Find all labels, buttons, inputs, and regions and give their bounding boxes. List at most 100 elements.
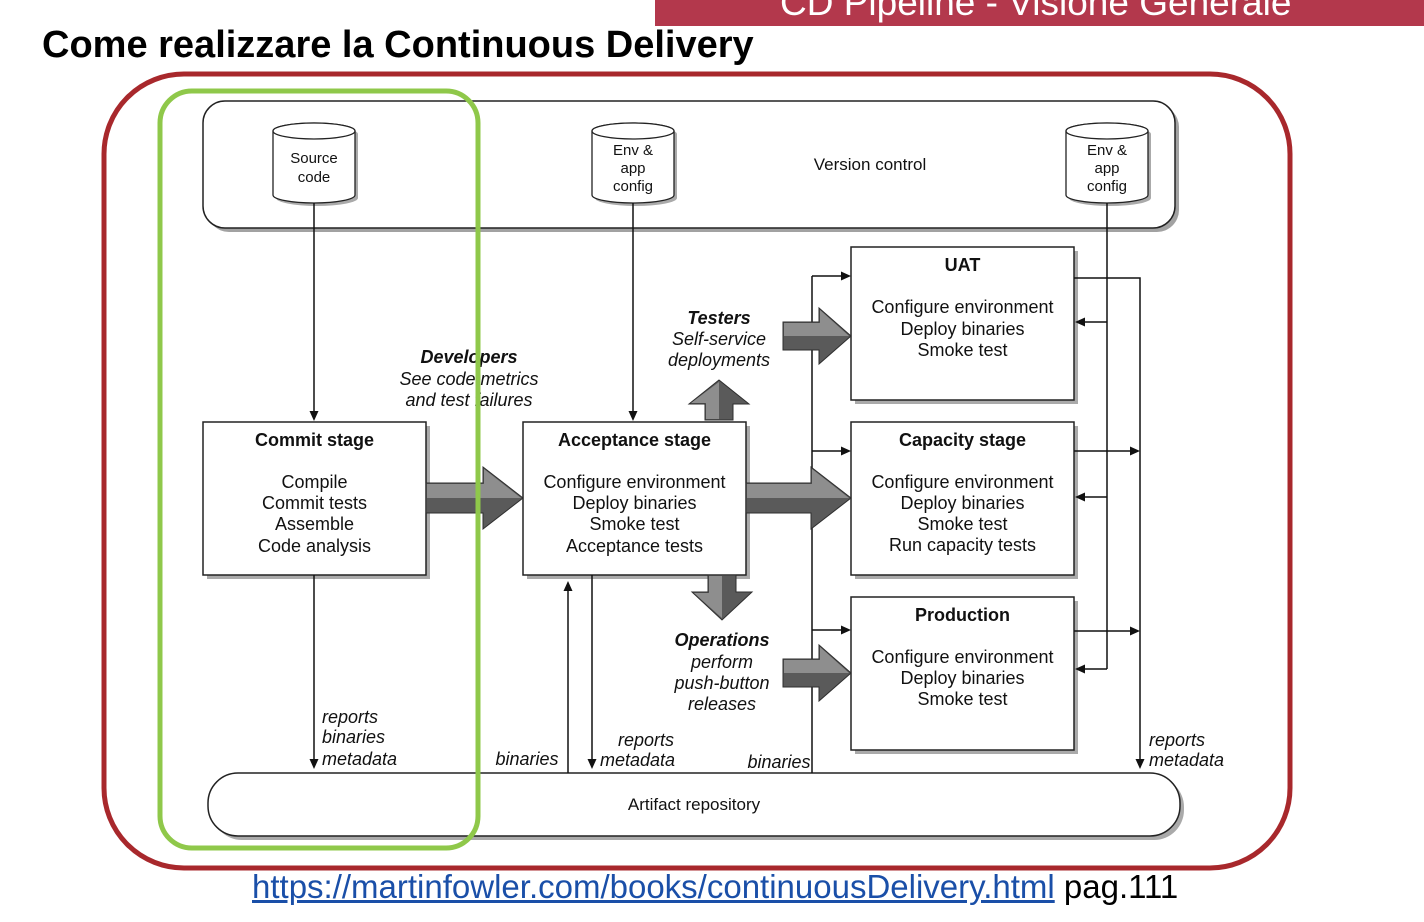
uat-stage-title: UAT [945,255,981,275]
uat-stage-box [850,246,1075,401]
uat-stage-step: Deploy binaries [900,319,1024,339]
commit-output-label: metadata [322,749,397,769]
flow-arrows [425,306,852,703]
acceptance-stage-box [522,421,747,576]
operations-role: Operations [674,630,769,650]
acceptance-stage-step: Deploy binaries [572,493,696,513]
operations-line: perform [690,652,753,672]
acceptance-output-label: reports [618,730,674,750]
testers-line: deployments [668,350,770,370]
production-output-arrowhead [1130,626,1140,636]
commit-highlight-frame [157,88,481,851]
operations-note: Operations perform push-button releases [673,630,769,714]
version-control-box [202,100,1176,229]
production-stage-step: Deploy binaries [900,668,1024,688]
capacity-output-arrowhead [1130,446,1140,456]
commit-stage-title: Commit stage [255,430,374,450]
stages-output-label: reports [1149,730,1205,750]
env-config-label-line: config [613,178,653,195]
binaries-to-uat-arrowhead [841,271,851,281]
uat-output-line [1074,277,1141,760]
header-banner: CD Pipeline - Visione Generale [655,0,1424,26]
binaries-to-production-arrowhead [841,625,851,635]
commit-stage: Commit stage Compile Commit tests Assemb… [202,421,430,579]
uat-stage-step: Configure environment [871,297,1053,317]
version-control: Version control [202,100,1179,232]
version-control-label: Version control [814,155,926,174]
artifact-repository: Artifact repository [207,772,1184,840]
commit-stage-step: Compile [281,472,347,492]
acceptance-stage-title: Acceptance stage [558,430,711,450]
production-stage-title: Production [915,605,1010,625]
stages-output-label: metadata [1149,750,1224,770]
production-stage: Production Configure environment Deploy … [850,596,1078,754]
acceptance-to-artifact-arrowhead [587,759,597,769]
acceptance-output-label: metadata [600,750,675,770]
artifact-to-acceptance-arrowhead [563,581,573,591]
env-config-cylinder-top [591,122,675,140]
env-config-cylinder-acceptance: Env & app config [591,122,677,206]
binaries-to-capacity-arrowhead [841,446,851,456]
commit-to-acceptance-fat-arrow-highlight [427,469,521,498]
source-code-cylinder: Source code [272,122,358,206]
developers-line: See code metrics [399,369,538,389]
artifact-repository-label: Artifact repository [628,795,761,814]
capacity-stage-step: Configure environment [871,472,1053,492]
operations-down-fat-arrow-highlight [694,576,722,618]
env-config-label-line: app [1094,160,1119,177]
commit-output-label: reports [322,707,378,727]
outer-frame [101,71,1293,871]
acceptance-to-capacity-fat-arrow-highlight [747,469,849,498]
production-stage-step: Configure environment [871,647,1053,667]
stages-input-label: binaries [747,752,810,772]
env-config-label-line: config [1087,178,1127,195]
env-to-acceptance-arrowhead [628,411,638,421]
testers-note: Testers Self-service deployments [668,308,770,370]
source-code-cylinder-top [272,122,356,140]
acceptance-stage-step: Configure environment [543,472,725,492]
acceptance-stage: Acceptance stage Configure environment D… [522,421,750,579]
acceptance-input-label: binaries [495,749,558,769]
commit-to-artifact-arrowhead [309,759,319,769]
env-config-cylinder-stages: Env & app config [1065,122,1151,206]
commit-stage-box [202,421,427,576]
env-to-uat-arrowhead [1075,317,1085,327]
capacity-stage-step: Smoke test [917,514,1007,534]
source-code-label-line: Source [290,150,338,167]
env-config-label-line: app [620,160,645,177]
production-stage-box [850,596,1075,751]
source-reference: https://martinfowler.com/books/continuou… [252,870,1178,903]
acceptance-stage-step: Smoke test [589,514,679,534]
connectors [309,203,1145,773]
slide-title: Come realizzare la Continuous Delivery [42,24,754,66]
env-to-production-arrowhead [1075,664,1085,674]
acceptance-stage-step: Acceptance tests [566,536,703,556]
commit-output-label: binaries [322,727,385,747]
operations-line: releases [688,694,756,714]
commit-stage-step: Commit tests [262,493,367,513]
capacity-stage-box [850,421,1075,576]
testers-line: Self-service [672,329,766,349]
env-config-label-line: Env & [613,142,653,159]
source-page: pag.111 [1063,868,1179,905]
artifact-repository-box [207,772,1181,837]
operations-to-production-fat-arrow-highlight [784,647,849,673]
developers-role: Developers [420,347,517,367]
env-to-capacity-arrowhead [1075,492,1085,502]
production-stage-step: Smoke test [917,689,1007,709]
testers-role: Testers [687,308,750,328]
source-code-label-line: code [298,169,331,186]
env-config-cylinder-top [1065,122,1149,140]
source-link[interactable]: https://martinfowler.com/books/continuou… [252,868,1055,905]
developers-note: Developers See code metrics and test fai… [399,347,538,410]
testers-to-uat-fat-arrow-highlight [784,310,849,336]
capacity-stage-step: Run capacity tests [889,535,1036,555]
operations-line: push-button [673,673,769,693]
header-banner-text: CD Pipeline - Visione Generale [780,0,1292,23]
testers-up-fat-arrow-highlight [691,382,719,419]
commit-stage-step: Assemble [275,514,354,534]
uat-stage: UAT Configure environment Deploy binarie… [850,246,1078,404]
connector-labels: reports binaries metadata binaries repor… [322,707,1224,772]
developers-line: and test failures [405,390,532,410]
